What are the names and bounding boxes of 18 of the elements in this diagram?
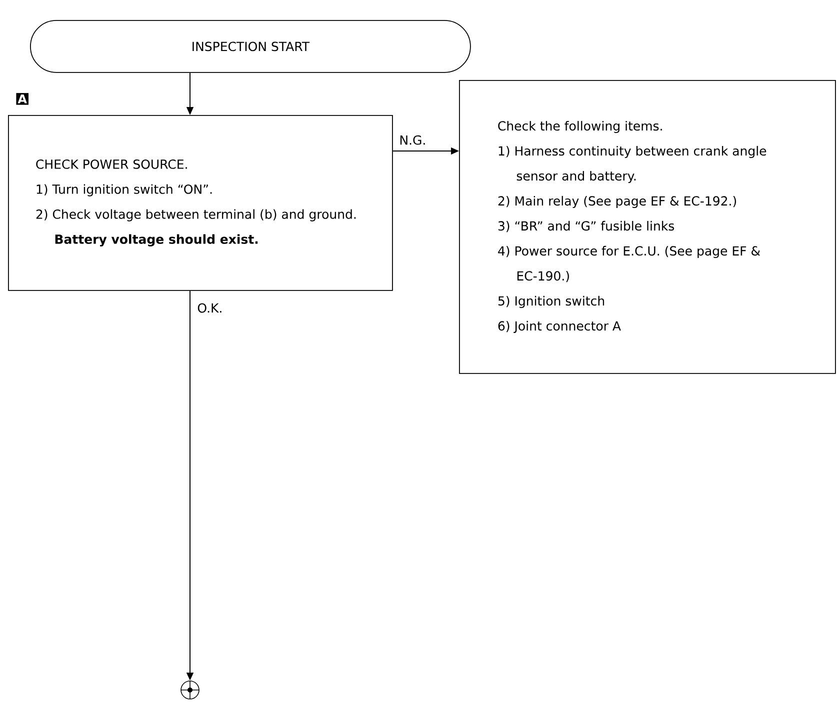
step-text: 2) Check voltage between terminal (b) and ground. (36, 209, 356, 222)
step-text: 2) Main relay (See page EF & EC-192.) (498, 196, 736, 208)
step-text: 6) Joint connector A (498, 320, 621, 333)
terminal-box (30, 20, 471, 73)
step-text: CHECK POWER SOURCE. (36, 159, 187, 169)
step-text: INSPECTION START (192, 42, 310, 52)
step-text: 3) “BR” and “G” fusible links (498, 220, 674, 232)
step-text: 1) Turn ignition switch “ON”. (36, 184, 212, 196)
process-box (8, 115, 393, 291)
step-text: Check the following items. (498, 120, 662, 134)
step-text: 1) Harness continuity between crank angle sensor and battery. (498, 146, 766, 184)
step-text: 5) Ignition switch (498, 296, 604, 308)
step-text: 4) Power source for E.C.U. (See page EF & EC-190.) (498, 246, 760, 282)
edge-label: O.K. (196, 302, 224, 314)
step-text: Battery voltage should exist. (55, 234, 258, 246)
checklist-box (459, 80, 836, 374)
edge-label: N.G. (398, 134, 428, 146)
connector-symbol (180, 680, 200, 700)
